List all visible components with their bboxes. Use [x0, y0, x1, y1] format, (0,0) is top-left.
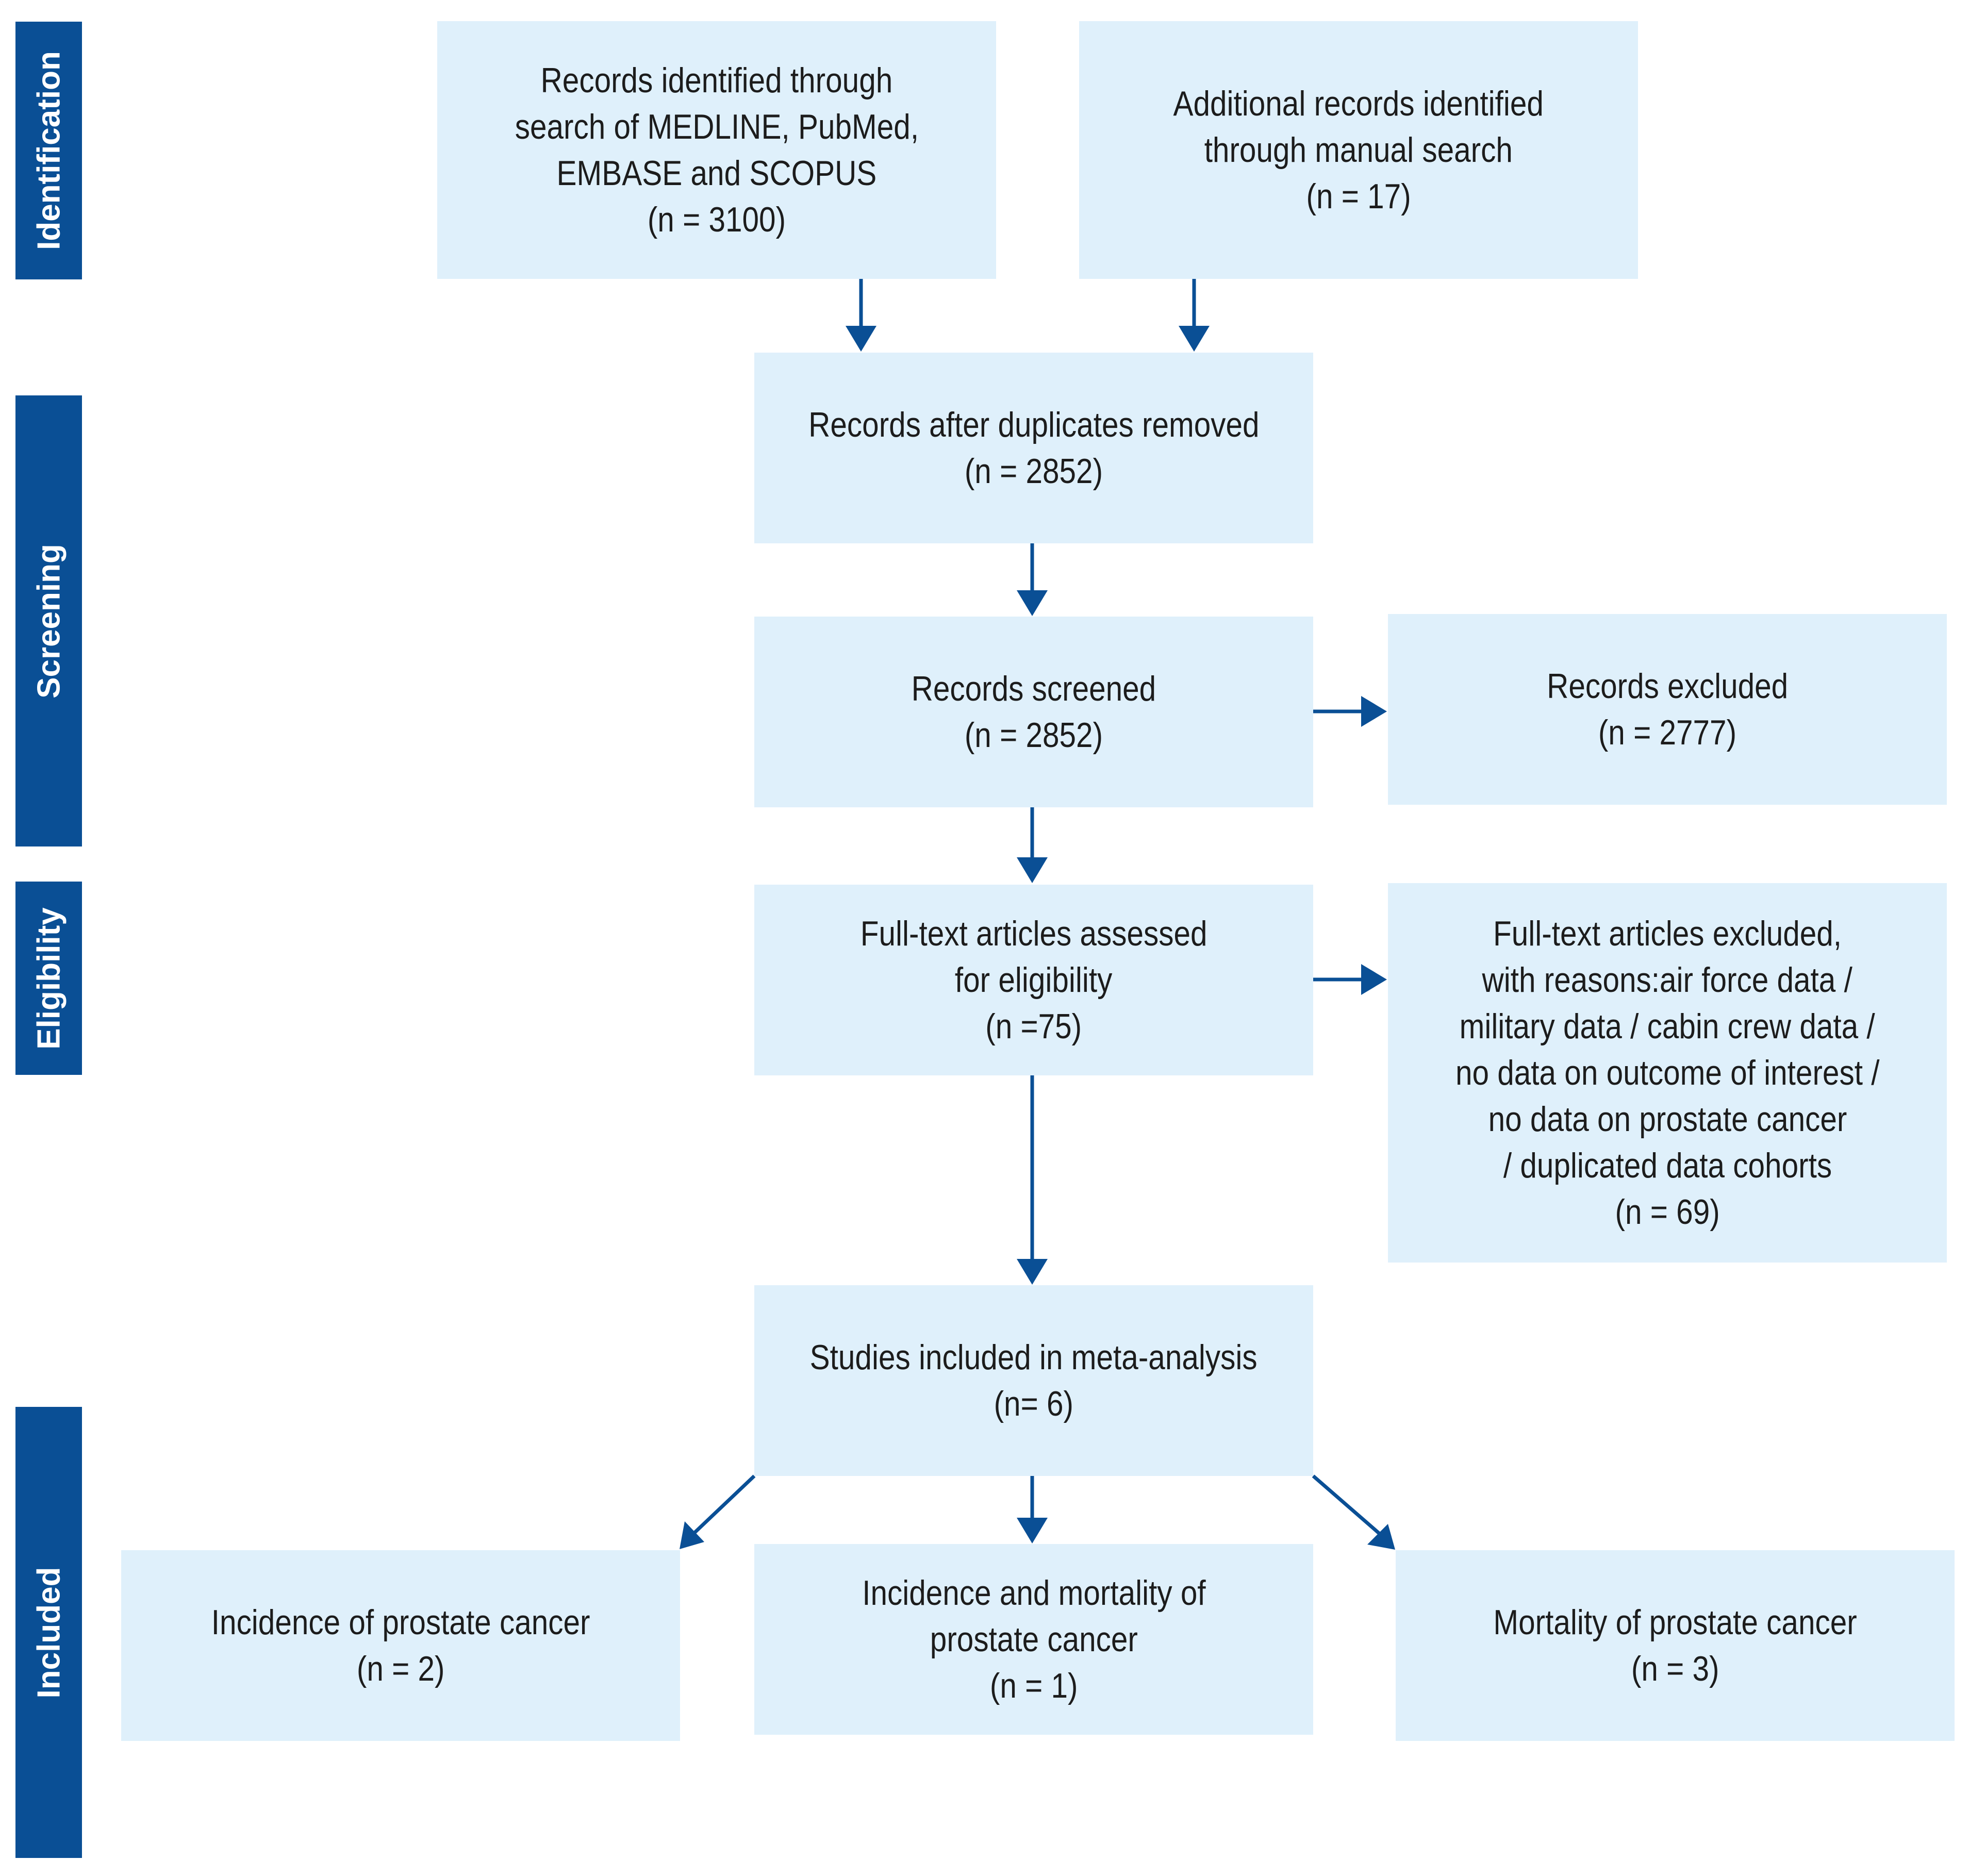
box-line: Full-text articles excluded,	[1493, 914, 1842, 953]
box-after-duplicates: Records after duplicates removed (n = 28…	[754, 353, 1313, 543]
phase-included: Included	[15, 1407, 82, 1858]
box-line: Records excluded	[1546, 667, 1789, 706]
box-line: (n = 3)	[1631, 1649, 1719, 1688]
arrow-head-icon	[680, 1521, 704, 1549]
phase-screening: Screening	[15, 395, 82, 846]
arrow-head-icon	[846, 326, 876, 352]
box-line: Studies included in meta-analysis	[810, 1338, 1257, 1377]
phase-identification: Identification	[15, 22, 82, 279]
box-incidence: Incidence of prostate cancer (n = 2)	[121, 1550, 680, 1741]
arrow-head-icon	[1017, 590, 1048, 616]
arrow-head-icon	[1017, 1518, 1048, 1543]
box-line: (n = 69)	[1615, 1192, 1720, 1232]
box-included-meta: Studies included in meta-analysis (n= 6)	[754, 1285, 1313, 1476]
arrow-head-icon	[1361, 696, 1387, 727]
phase-label-eligibility: Eligibility	[31, 907, 67, 1050]
box-incidence-mortality: Incidence and mortality of prostate canc…	[754, 1544, 1313, 1735]
arrow-head-icon	[1367, 1524, 1395, 1550]
box-line: Incidence of prostate cancer	[211, 1603, 590, 1642]
box-line: prostate cancer	[930, 1620, 1138, 1659]
box-mortality: Mortality of prostate cancer (n = 3)	[1396, 1550, 1955, 1741]
box-line: (n =75)	[985, 1007, 1082, 1046]
box-manual-search: Additional records identified through ma…	[1079, 21, 1638, 279]
box-line: Records identified through	[540, 61, 893, 100]
box-line: (n = 2)	[356, 1649, 445, 1688]
arrow-head-icon	[1017, 857, 1048, 883]
arrow-included-to-incidence	[692, 1474, 756, 1535]
box-line: Mortality of prostate cancer	[1493, 1603, 1857, 1642]
box-fulltext-assessed: Full-text articles assessed for eligibil…	[754, 885, 1313, 1075]
box-database-search: Records identified through search of MED…	[437, 21, 996, 279]
box-line: through manual search	[1204, 130, 1513, 170]
box-line: military data / cabin crew data /	[1459, 1007, 1876, 1046]
box-line: (n = 2852)	[964, 452, 1103, 491]
box-line: (n = 3100)	[647, 200, 786, 239]
box-line: Full-text articles assessed	[860, 914, 1207, 953]
box-line: Additional records identified	[1173, 84, 1544, 123]
box-fulltext-excluded: Full-text articles excluded, with reason…	[1388, 883, 1947, 1263]
arrow-head-icon	[1361, 964, 1387, 995]
box-line: Incidence and mortality of	[862, 1573, 1206, 1613]
box-line: search of MEDLINE, PubMed,	[515, 107, 919, 146]
box-records-screened: Records screened (n = 2852)	[754, 617, 1313, 807]
arrow-included-to-mortality	[1312, 1474, 1382, 1536]
box-line: no data on outcome of interest /	[1455, 1053, 1880, 1092]
box-line: (n = 2777)	[1598, 713, 1737, 752]
box-line: no data on prostate cancer	[1488, 1100, 1847, 1139]
phase-label-identification: Identification	[31, 51, 67, 250]
arrow-head-icon	[1017, 1259, 1048, 1285]
phase-eligibility: Eligibility	[15, 882, 82, 1075]
phase-label-screening: Screening	[31, 543, 67, 699]
box-line: / duplicated data cohorts	[1503, 1146, 1832, 1185]
box-line: for eligibility	[955, 960, 1113, 1000]
box-line: (n = 2852)	[964, 716, 1103, 755]
box-line: (n = 17)	[1306, 177, 1411, 216]
phase-label-included: Included	[31, 1567, 67, 1698]
box-line: Records after duplicates removed	[808, 405, 1260, 444]
box-line: with reasons:air force data /	[1482, 960, 1853, 1000]
box-line: EMBASE and SCOPUS	[556, 154, 877, 193]
box-line: Records screened	[911, 669, 1156, 708]
box-line: (n= 6)	[994, 1384, 1074, 1423]
box-records-excluded: Records excluded (n = 2777)	[1388, 614, 1947, 805]
arrow-head-icon	[1179, 326, 1210, 352]
box-line: (n = 1)	[989, 1666, 1078, 1705]
